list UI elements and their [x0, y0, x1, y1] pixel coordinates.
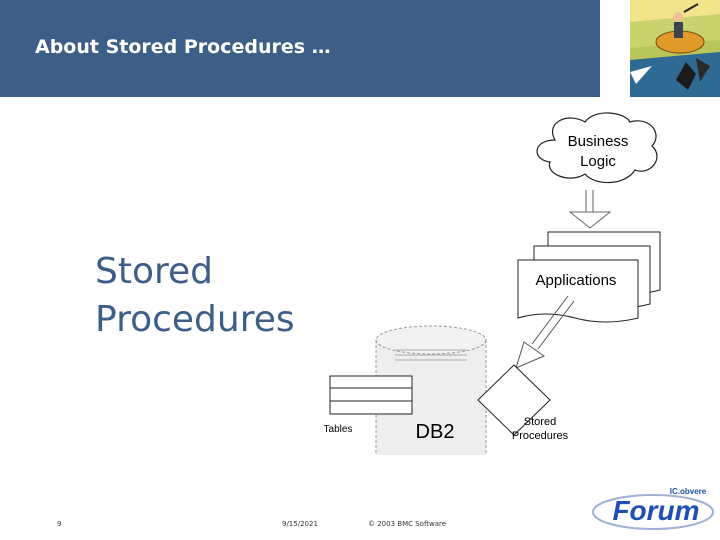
tables-box	[329, 375, 413, 415]
applications-stack	[517, 231, 661, 323]
body-line-procedures: Procedures	[95, 299, 295, 340]
title-bar-divider	[600, 0, 630, 97]
title-bar: About Stored Procedures …	[0, 0, 600, 97]
logo-small-text: IC.obvere	[670, 487, 707, 496]
slide-title: About Stored Procedures …	[35, 36, 331, 58]
arrow-logic-to-applications	[568, 190, 612, 229]
sailor-clipart-image	[630, 0, 720, 97]
forum-logo: IC.obvere Forum	[590, 480, 715, 535]
stored-procedures-label-line2: Procedures	[512, 430, 569, 442]
arrow-applications-to-procedures	[515, 295, 575, 369]
architecture-diagram: Business Logic Applications	[300, 110, 720, 485]
stored-procedures-diamond	[477, 364, 551, 436]
cloud-label-logic: Logic	[580, 153, 616, 170]
page-number: 9	[57, 520, 62, 528]
body-text-block: Stored Procedures	[95, 248, 295, 344]
db2-label: DB2	[416, 421, 455, 443]
business-logic-cloud	[536, 112, 658, 184]
footer-copyright: © 2003 BMC Software	[368, 520, 447, 528]
stored-procedures-label-line1: Stored	[524, 416, 556, 428]
footer-date: 9/15/2021	[282, 520, 318, 528]
cloud-label-business: Business	[568, 133, 629, 150]
tables-label: Tables	[324, 424, 353, 435]
logo-main-text: Forum	[612, 495, 699, 526]
applications-label: Applications	[536, 272, 617, 289]
body-line-stored: Stored	[95, 251, 214, 292]
